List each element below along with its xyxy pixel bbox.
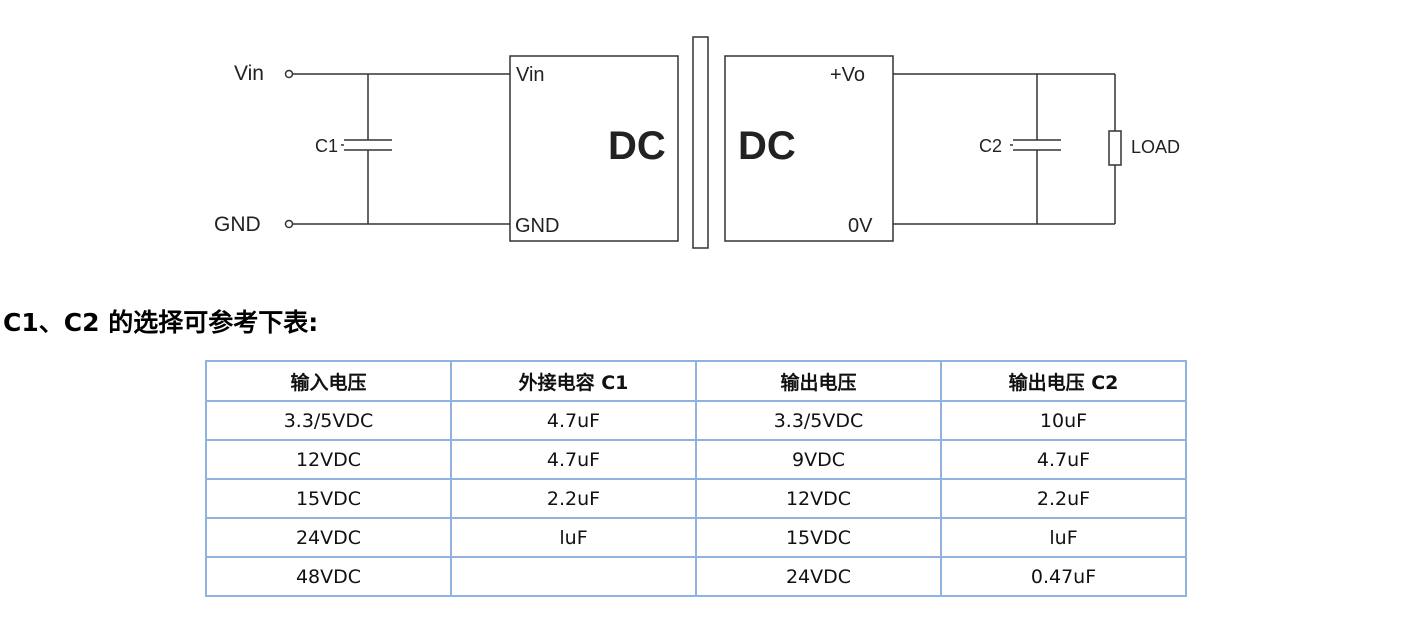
table-row: 3.3/5VDC 4.7uF 3.3/5VDC 10uF: [205, 400, 1187, 441]
gnd-terminal: [284, 219, 294, 229]
table-row: 15VDC 2.2uF 12VDC 2.2uF: [205, 478, 1187, 519]
table-cell: 10uF: [940, 400, 1187, 441]
table-cell: 24VDC: [695, 556, 942, 597]
table-cell: 12VDC: [695, 478, 942, 519]
right-block-vo-label: +Vo: [830, 64, 865, 86]
table-cell: 12VDC: [205, 439, 452, 480]
table-cell: 4.7uF: [450, 400, 697, 441]
load-resistor: [1108, 130, 1122, 166]
table-row: 24VDC luF 15VDC luF: [205, 517, 1187, 558]
header-output-voltage: 输出电压: [695, 360, 942, 402]
header-external-capacitor-c1: 外接电容 C1: [450, 360, 697, 402]
selection-heading: C1、C2 的选择可参考下表:: [3, 308, 319, 337]
table-cell: 4.7uF: [940, 439, 1187, 480]
table-cell: 2.2uF: [940, 478, 1187, 519]
table-cell: [450, 556, 697, 597]
vin-terminal: [284, 69, 294, 79]
circuit-diagram: Vin GND C1 Vin GND DC DC +Vo 0V C2 LOAD: [214, 36, 1180, 249]
table-cell: 24VDC: [205, 517, 452, 558]
gnd-input-label: GND: [214, 213, 261, 236]
header-input-voltage: 输入电压: [205, 360, 452, 402]
table-cell: 48VDC: [205, 556, 452, 597]
table-cell: luF: [940, 517, 1187, 558]
table-cell: 3.3/5VDC: [205, 400, 452, 441]
table-cell: luF: [450, 517, 697, 558]
table-cell: 0.47uF: [940, 556, 1187, 597]
right-block-0v-label: 0V: [848, 215, 873, 237]
table-row: 48VDC 24VDC 0.47uF: [205, 556, 1187, 597]
table-cell: 2.2uF: [450, 478, 697, 519]
isolation-barrier: [692, 36, 709, 249]
table-header-row: 输入电压 外接电容 C1 输出电压 输出电压 C2: [205, 360, 1187, 402]
left-block-gnd-label: GND: [515, 215, 559, 237]
table-cell: 15VDC: [205, 478, 452, 519]
c1-label: C1: [315, 136, 338, 156]
table-cell: 4.7uF: [450, 439, 697, 480]
header-output-capacitor-c2: 输出电压 C2: [940, 360, 1187, 402]
table-cell: 3.3/5VDC: [695, 400, 942, 441]
table-cell: 9VDC: [695, 439, 942, 480]
capacitor-selection-table: 输入电压 外接电容 C1 输出电压 输出电压 C2 3.3/5VDC 4.7uF…: [205, 360, 1187, 597]
right-block-dc-label: DC: [738, 124, 796, 168]
table-cell: 15VDC: [695, 517, 942, 558]
load-label: LOAD: [1131, 137, 1180, 157]
table-row: 12VDC 4.7uF 9VDC 4.7uF: [205, 439, 1187, 480]
right-dc-block: [724, 55, 894, 242]
left-block-vin-label: Vin: [516, 64, 545, 86]
left-dc-block: [509, 55, 679, 242]
vin-input-label: Vin: [234, 62, 264, 85]
c2-label: C2: [979, 136, 1002, 156]
left-block-dc-label: DC: [608, 124, 666, 168]
